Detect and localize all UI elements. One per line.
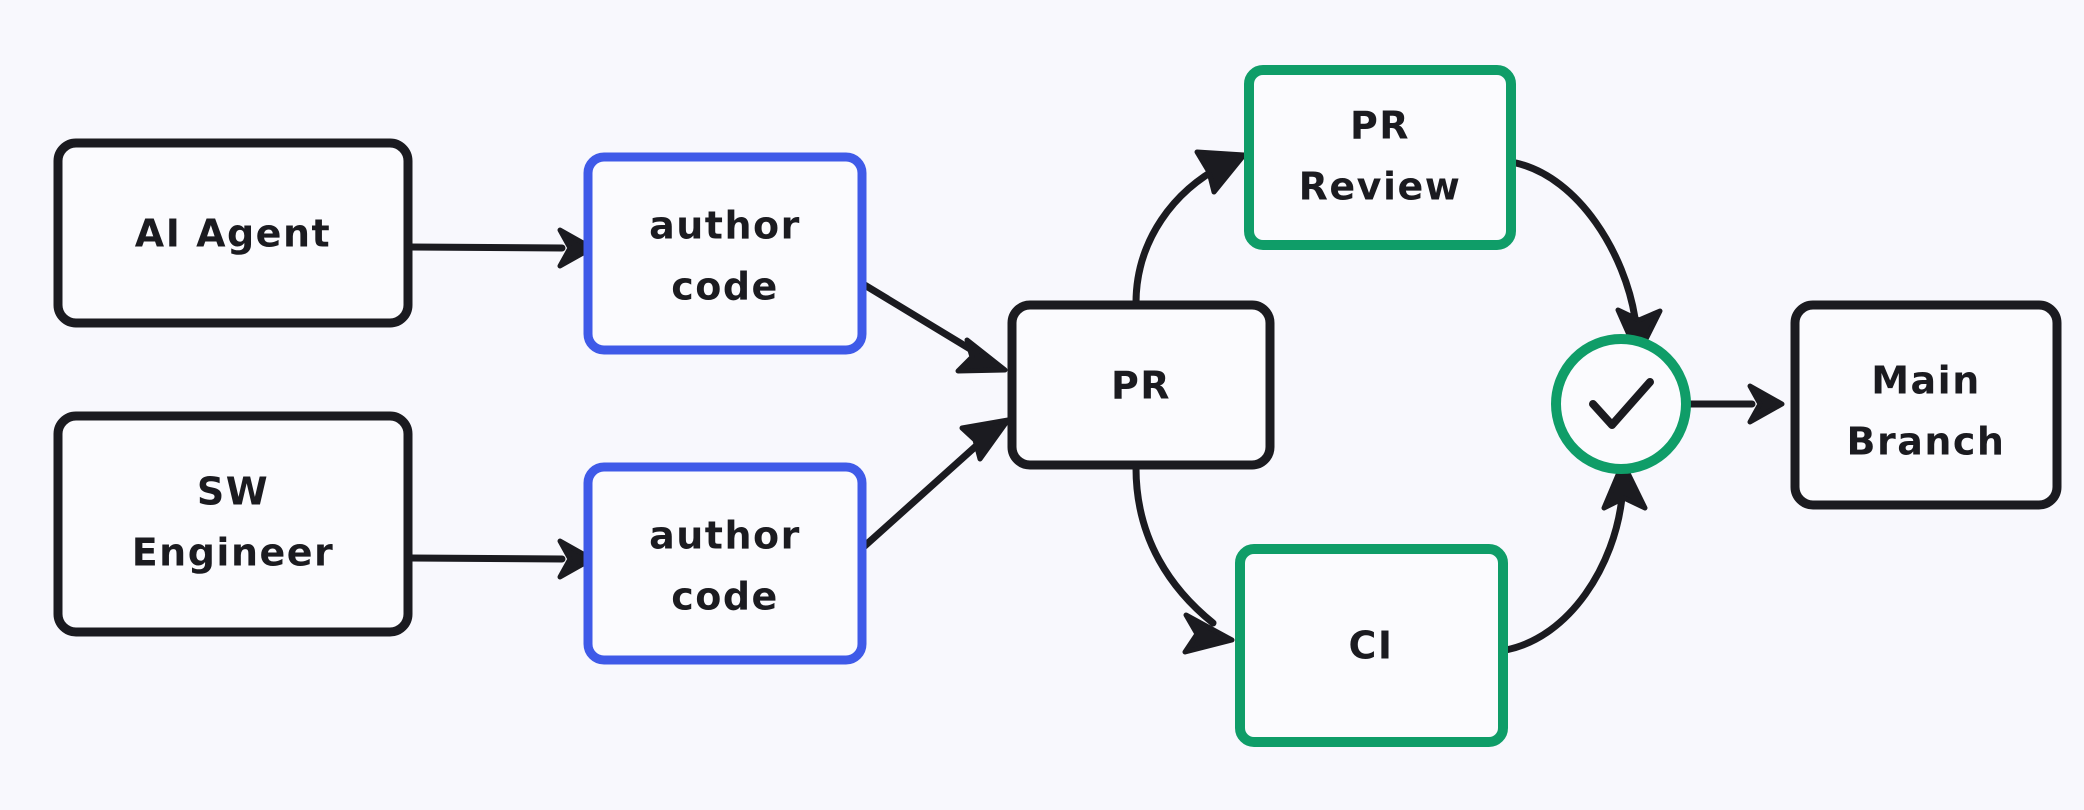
sw-engineer-box[interactable] <box>53 411 413 637</box>
ci-box[interactable] <box>1235 544 1508 747</box>
node-pr[interactable]: PR <box>1007 300 1275 470</box>
edge-agent-to-author-code <box>406 227 595 269</box>
node-ci[interactable]: CI <box>1235 544 1508 747</box>
pr-label: PR <box>1111 364 1171 408</box>
merge-check-circle[interactable] <box>1551 334 1691 474</box>
main-branch-label-line2: Branch <box>1847 420 2006 464</box>
node-author-code-agent[interactable]: author code <box>583 152 867 355</box>
node-ai-agent[interactable]: AI Agent <box>53 138 413 328</box>
node-pr-review[interactable]: PR Review <box>1244 65 1516 250</box>
edge-check-to-main-branch <box>1686 383 1785 425</box>
ci-label: CI <box>1348 624 1393 668</box>
pr-review-label-line1: PR <box>1350 104 1410 148</box>
ai-agent-label: AI Agent <box>135 212 331 256</box>
author-code-engineer-label-line2: code <box>671 575 779 619</box>
sw-engineer-label-line1: SW <box>197 470 269 514</box>
pr-box[interactable] <box>1007 300 1275 470</box>
edge-pr-to-pr-review <box>1132 149 1247 307</box>
check-icon <box>1589 378 1654 429</box>
edge-author-code-top-to-pr <box>854 277 1008 374</box>
author-code-agent-label-line1: author <box>649 204 801 248</box>
sw-engineer-label-line2: Engineer <box>132 531 335 575</box>
pr-review-label-line2: Review <box>1299 165 1462 209</box>
main-branch-box[interactable] <box>1790 300 2062 510</box>
edge-pr-review-to-check <box>1512 159 1663 358</box>
node-main-branch[interactable]: Main Branch <box>1790 300 2062 510</box>
author-code-engineer-box[interactable] <box>583 462 867 665</box>
node-sw-engineer[interactable]: SW Engineer <box>53 411 413 637</box>
main-branch-label-line1: Main <box>1871 359 1981 403</box>
edge-engineer-to-author-code <box>406 538 595 580</box>
pr-review-box[interactable] <box>1244 65 1516 250</box>
ai-agent-box[interactable] <box>53 138 413 328</box>
author-code-agent-label-line2: code <box>671 265 779 309</box>
node-merge-check[interactable] <box>1551 334 1691 474</box>
node-author-code-engineer[interactable]: author code <box>583 462 867 665</box>
edges-layer <box>406 149 1785 655</box>
edge-ci-to-check <box>1502 460 1648 654</box>
author-code-agent-box[interactable] <box>583 152 867 355</box>
nodes-layer: AI Agent SW Engineer author code author … <box>53 65 2062 747</box>
edge-author-code-bottom-to-pr <box>854 417 1011 556</box>
author-code-engineer-label-line1: author <box>649 514 801 558</box>
edge-pr-to-ci <box>1132 464 1235 655</box>
